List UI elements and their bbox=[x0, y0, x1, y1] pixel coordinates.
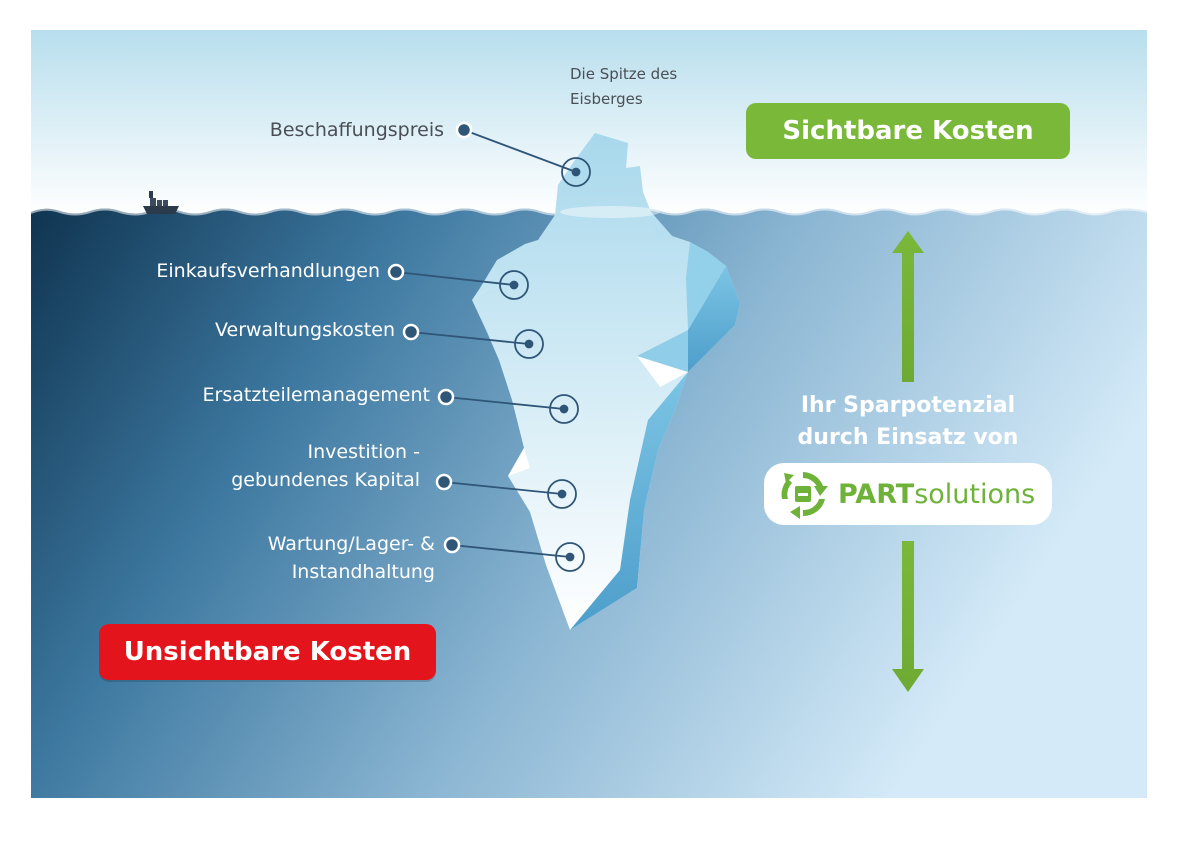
connector-lines bbox=[395, 129, 577, 558]
label-spare-parts-management: Ersatzteilemanagement bbox=[202, 384, 430, 406]
label-maintenance-line-2: Instandhaltung bbox=[291, 561, 435, 583]
partsolutions-logo-icon bbox=[781, 472, 828, 519]
iceberg-shade bbox=[686, 242, 726, 330]
iceberg-notch bbox=[472, 284, 495, 300]
marker-dot bbox=[402, 323, 420, 341]
partsolutions-logo-text: PARTsolutions bbox=[838, 479, 1035, 510]
target-center bbox=[559, 404, 569, 414]
marker-dot bbox=[455, 121, 473, 139]
target-center bbox=[509, 280, 519, 290]
label-administration-costs: Verwaltungskosten bbox=[214, 319, 395, 341]
iceberg-shade bbox=[688, 266, 740, 372]
iceberg-waterline bbox=[560, 206, 660, 218]
cargo-ship-icon bbox=[143, 191, 179, 214]
iceberg-notch bbox=[508, 448, 530, 476]
logo-text-solutions: solutions bbox=[914, 478, 1036, 510]
iceberg-shade bbox=[637, 330, 688, 372]
arrow-up-icon bbox=[892, 231, 924, 382]
partsolutions-logo: PARTsolutions bbox=[764, 463, 1052, 525]
marker-dot bbox=[435, 473, 453, 491]
target-ring bbox=[561, 157, 591, 187]
iceberg-body bbox=[472, 133, 740, 630]
target-ring bbox=[555, 542, 585, 572]
iceberg-notch bbox=[637, 356, 688, 387]
target-center bbox=[557, 489, 567, 499]
arrow-down-icon bbox=[892, 541, 924, 692]
marker-dot bbox=[387, 263, 405, 281]
label-investment-line-1: Investition - bbox=[307, 441, 421, 463]
iceberg-tip-line-2: Eisberges bbox=[570, 90, 643, 108]
iceberg-shade bbox=[651, 212, 672, 240]
label-maintenance: Wartung/Lager- & Instandhaltung bbox=[200, 530, 435, 586]
iceberg-tip-line-1: Die Spitze des bbox=[570, 65, 678, 83]
logo-text-part: PART bbox=[838, 478, 915, 510]
savings-potential-text: Ihr Sparpotenzial durch Einsatz von bbox=[760, 390, 1056, 454]
marker-dot bbox=[443, 536, 461, 554]
target-markers bbox=[499, 157, 591, 572]
label-investment: Investition - gebundenes Kapital bbox=[190, 438, 420, 494]
target-ring bbox=[547, 479, 577, 509]
target-center bbox=[571, 167, 581, 177]
iceberg-tip-label: Die Spitze des Eisberges bbox=[570, 62, 677, 112]
label-maintenance-line-1: Wartung/Lager- & bbox=[267, 533, 435, 555]
savings-line-1: Ihr Sparpotenzial bbox=[800, 393, 1016, 418]
visible-costs-badge: Sichtbare Kosten bbox=[746, 103, 1070, 159]
target-center bbox=[565, 552, 575, 562]
label-investment-line-2: gebundenes Kapital bbox=[231, 469, 420, 491]
target-ring bbox=[499, 270, 529, 300]
target-center bbox=[524, 339, 534, 349]
iceberg-shade bbox=[570, 372, 688, 630]
label-procurement-price: Beschaffungspreis bbox=[269, 119, 444, 141]
label-purchasing-negotiations: Einkaufsverhandlungen bbox=[156, 260, 380, 282]
connector-dots bbox=[387, 121, 473, 554]
invisible-costs-badge: Unsichtbare Kosten bbox=[99, 624, 436, 680]
target-ring bbox=[514, 329, 544, 359]
marker-dot bbox=[437, 388, 455, 406]
savings-line-2: durch Einsatz von bbox=[797, 425, 1019, 450]
target-ring bbox=[549, 394, 579, 424]
